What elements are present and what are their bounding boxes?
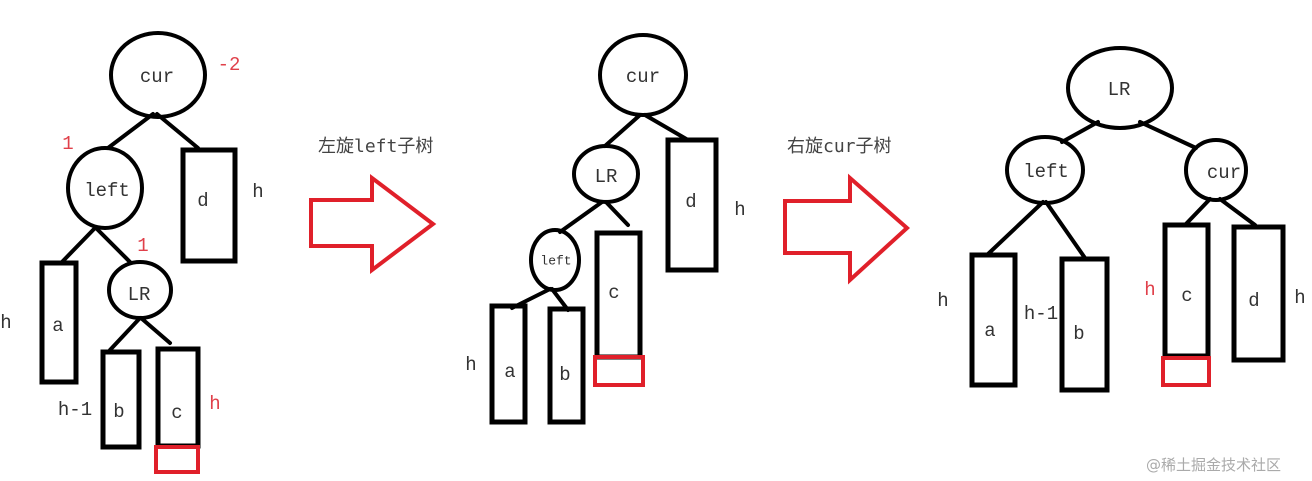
node-cur — [1184, 138, 1248, 202]
edge-lr-left — [558, 200, 604, 234]
subtree-b-label: b — [113, 401, 124, 423]
edge-cur-d — [1218, 197, 1257, 227]
edge-cur-c — [1183, 197, 1212, 227]
inserted-node-marker — [593, 355, 645, 387]
subtree-b — [100, 349, 142, 450]
node-left — [1005, 135, 1085, 205]
node-cur — [598, 33, 688, 117]
subtree-a-label: a — [984, 320, 995, 342]
subtree-a — [969, 252, 1018, 388]
height-b: h-1 — [1024, 303, 1058, 325]
node-cur — [109, 31, 207, 119]
watermark: @稀土掘金技术社区 — [1146, 456, 1281, 474]
balance-cur: -2 — [218, 54, 241, 76]
node-cur-label: cur — [140, 66, 174, 88]
node-cur-label: cur — [1207, 162, 1241, 184]
node-lr-label: LR — [1108, 79, 1131, 101]
node-lr — [572, 144, 640, 204]
edge-lr-c — [604, 200, 630, 227]
edge-left-lr — [94, 226, 132, 264]
node-left-label: left — [540, 253, 571, 268]
edge-cur-lr — [603, 113, 642, 148]
right-arrow-icon — [309, 173, 437, 275]
subtree-c — [155, 346, 201, 449]
subtree-d — [180, 147, 238, 264]
subtree-c-label: c — [608, 282, 619, 304]
inserted-node-marker — [1161, 356, 1211, 387]
edge-lr-b — [108, 316, 142, 352]
subtree-a — [39, 260, 79, 385]
arrow-left-rotate: 左旋left子树 — [309, 136, 437, 275]
node-left — [66, 146, 144, 230]
subtree-a-label: a — [52, 315, 63, 337]
subtree-b — [547, 306, 586, 425]
edge-lr-left — [1060, 120, 1100, 144]
height-c: h — [1144, 279, 1155, 301]
edge-cur-d — [155, 112, 200, 150]
edge-left-b — [1044, 200, 1087, 260]
height-d: h — [252, 181, 263, 203]
edge-left-a — [985, 200, 1045, 257]
subtree-d-label: d — [197, 190, 208, 212]
arrow-right-rotate-caption: 右旋cur子树 — [787, 136, 892, 157]
edge-cur-d — [643, 113, 690, 142]
subtree-b-label: b — [559, 364, 570, 386]
subtree-c-label: c — [1181, 285, 1192, 307]
balance-left: 1 — [62, 133, 73, 155]
subtree-b — [1059, 256, 1110, 393]
height-b: h-1 — [58, 399, 92, 421]
subtree-d — [665, 137, 719, 273]
subtree-a-label: a — [504, 361, 515, 383]
panel-before: cur -2 1 left d h 1 LR a h b h-1 c h — [0, 31, 264, 474]
subtree-d-label: d — [1248, 290, 1259, 312]
node-cur-label: cur — [626, 66, 660, 88]
node-lr — [1066, 46, 1174, 130]
arrow-right-rotate: 右旋cur子树 — [783, 136, 910, 285]
node-left — [529, 228, 581, 292]
height-d: h — [734, 199, 745, 221]
subtree-d — [1231, 224, 1286, 363]
edge-left-a — [60, 226, 97, 264]
inserted-node-marker — [154, 445, 200, 474]
edge-cur-left — [106, 112, 155, 150]
height-d: h — [1294, 287, 1305, 309]
node-lr — [107, 260, 173, 320]
node-left-label: left — [84, 180, 130, 202]
edge-lr-cur — [1138, 120, 1198, 150]
subtree-d-label: d — [685, 191, 696, 213]
node-lr-label: LR — [595, 166, 618, 188]
balance-lr: 1 — [137, 235, 148, 257]
height-a: h — [465, 354, 476, 376]
height-a: h — [0, 312, 11, 334]
height-a: h — [937, 290, 948, 312]
node-left-label: left — [1023, 161, 1069, 183]
height-c: h — [209, 393, 220, 415]
node-lr-label: LR — [128, 284, 151, 306]
subtree-c-label: c — [171, 402, 182, 424]
panel-after-left-rotate: cur LR d h left c a h b — [465, 33, 746, 425]
panel-after-right-rotate: LR left cur a h b h-1 c h d h — [937, 46, 1306, 393]
arrow-left-rotate-caption: 左旋left子树 — [318, 136, 433, 157]
edge-lr-c — [139, 316, 172, 345]
right-arrow-icon — [783, 173, 910, 285]
subtree-a — [489, 303, 528, 425]
subtree-b-label: b — [1073, 323, 1084, 345]
